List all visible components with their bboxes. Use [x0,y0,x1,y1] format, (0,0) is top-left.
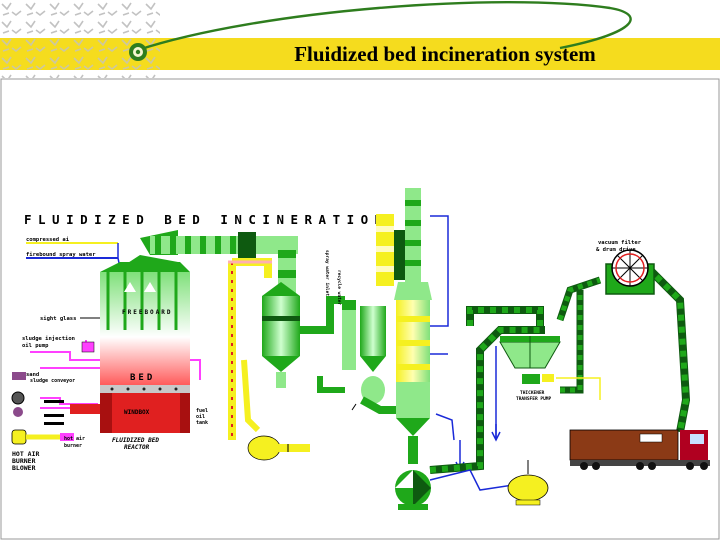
label-bed: BED [130,373,155,383]
label-spray-water: firebound spray water [26,252,96,258]
svg-text:burner: burner [64,443,82,449]
title-banner [0,0,720,78]
sludge-truck [569,429,710,470]
orbit-line [137,1,632,52]
slide-title: Fluidized bed incineration system [294,42,596,66]
svg-text:sludge conveyor: sludge conveyor [30,378,75,384]
vacuum-filter [605,249,655,295]
label-sand: sand [26,372,39,378]
svg-text:hot air: hot air [64,436,85,442]
air-burner-blower [11,429,74,445]
label-compressed-air: compressed ai [26,237,70,243]
label-vacuum-filter: vacuum filter& drum drive [596,240,642,253]
label-freeboard: FREEBOARD [122,309,173,316]
gas-duct [140,230,298,296]
label-sight-glass: sight glass [40,316,76,322]
diagram-heading: FLUIDIZED BED INCINERATION [24,212,389,227]
scrubber-pump [395,470,431,510]
storage-tank [507,460,549,506]
incineration-diagram: FLUIDIZED BED INCINERATION compressed ai… [0,78,720,540]
fluidized-bed-reactor [100,255,190,433]
svg-text:recycle water: recycle water [336,270,342,306]
cyclone-separator [262,282,345,393]
air-preheater-pipe [228,258,310,461]
svg-text:fuel: fuel [196,408,208,414]
svg-text:oil: oil [196,414,205,420]
thickener-tank [499,336,601,400]
svg-text:spray water inlet: spray water inlet [324,250,330,296]
slide-frame [0,78,720,540]
svg-text:tank: tank [196,420,208,426]
venturi-scrubber [342,300,400,414]
exhaust-stack [376,188,432,464]
pump-icon [11,391,25,405]
globe-icon [129,43,147,61]
ash-slurry-pipe [429,265,691,491]
label-windbox: WINDBOX [124,409,150,416]
